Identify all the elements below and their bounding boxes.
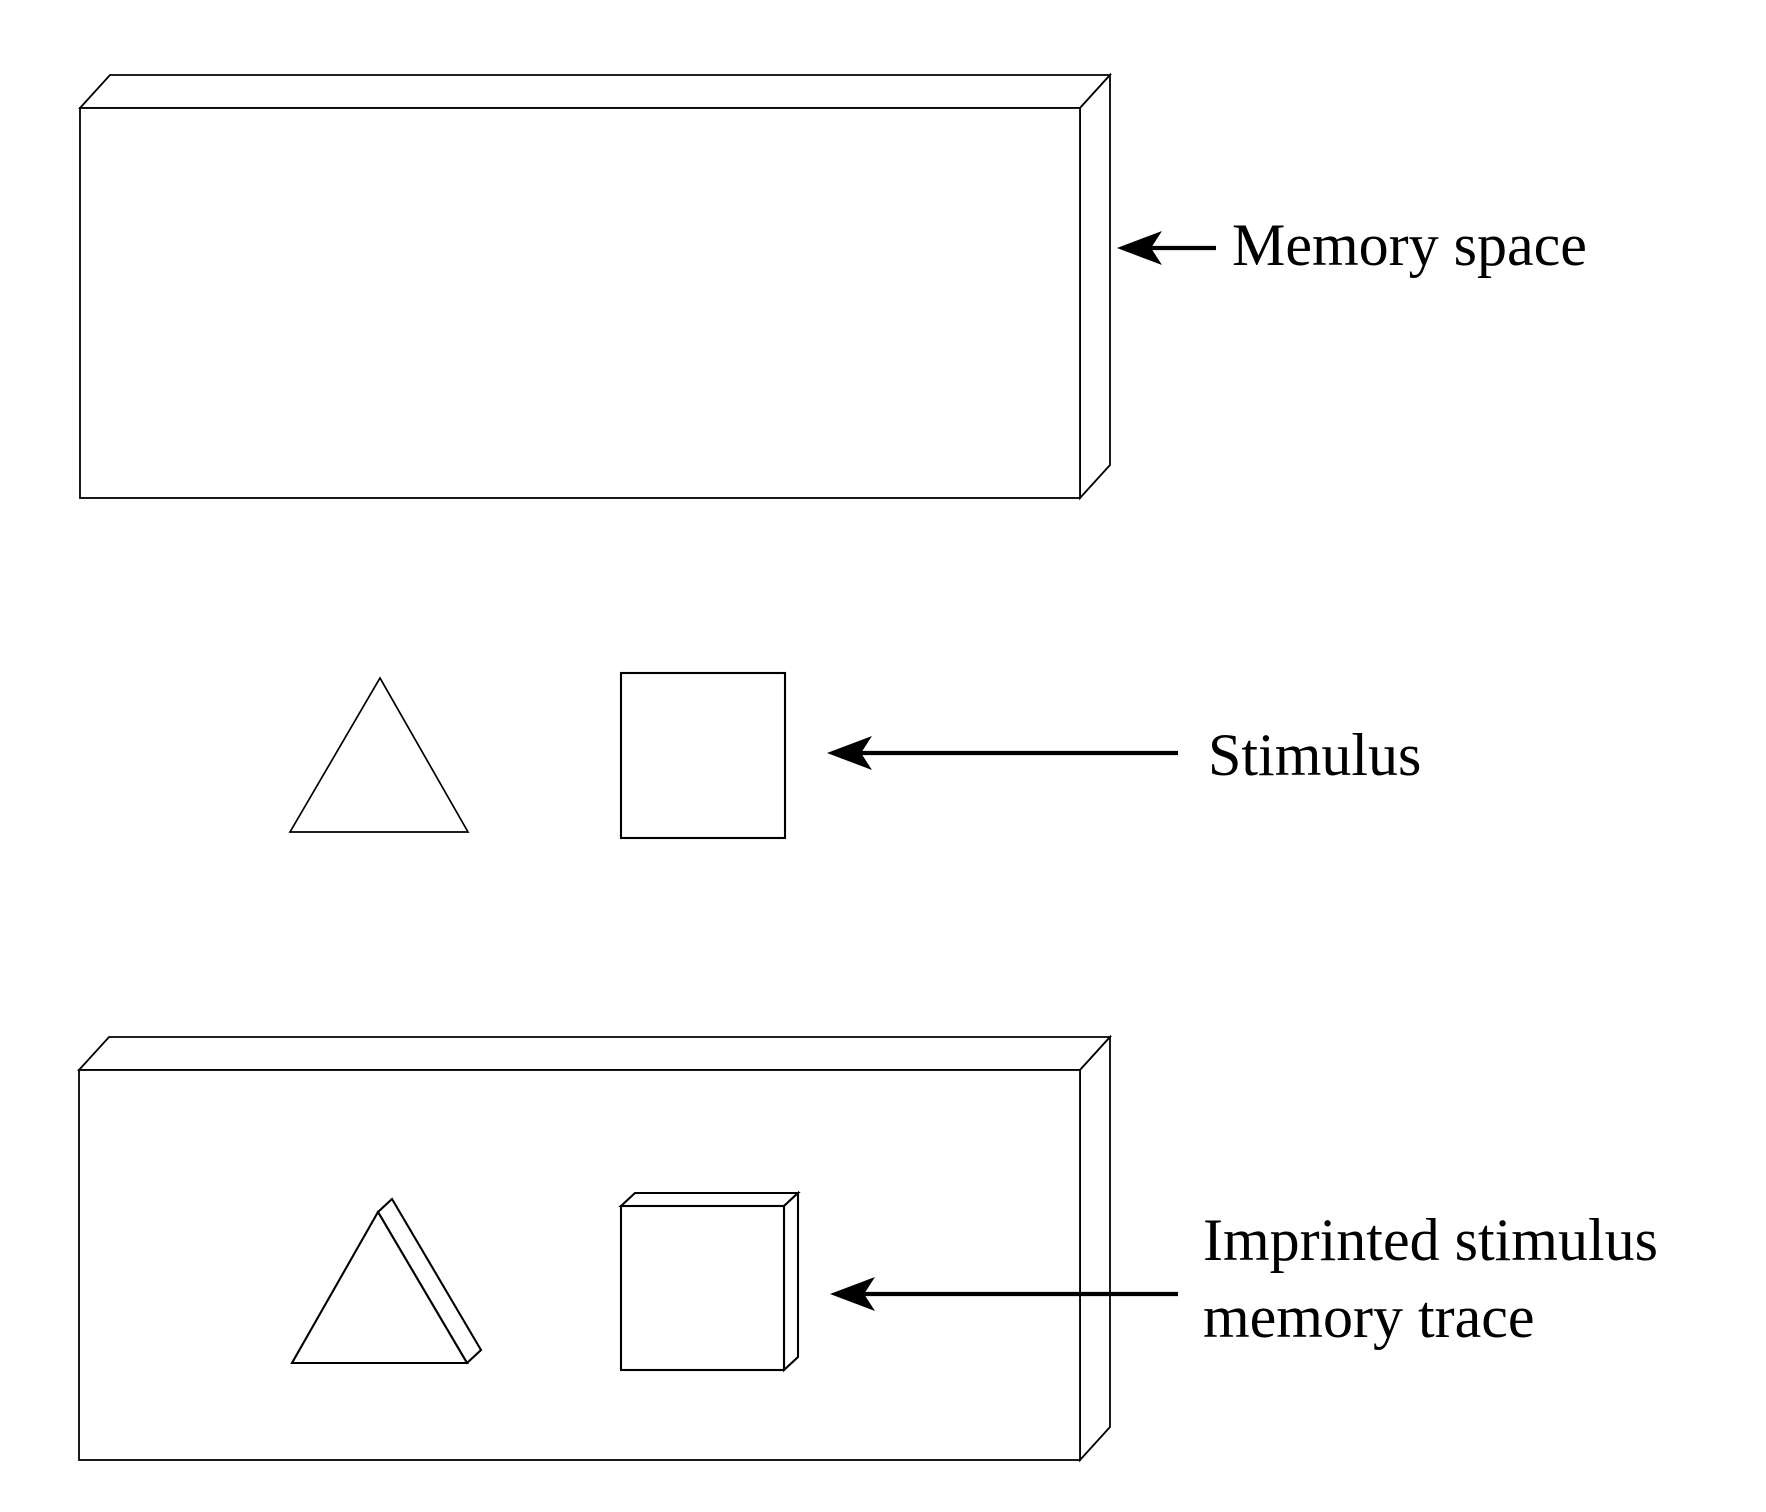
imprinted-memory-box-top-face bbox=[76, 1036, 1113, 1071]
imprinted-square-front-face bbox=[619, 1204, 786, 1372]
stimulus-square bbox=[619, 671, 787, 840]
arrowhead-left-icon bbox=[827, 736, 872, 770]
imprinted-trace-label-line1: Imprinted stimulus bbox=[1203, 1207, 1658, 1273]
imprinted-square bbox=[618, 1190, 801, 1373]
arrowhead-left-icon bbox=[830, 1277, 875, 1311]
stimulus-triangle bbox=[288, 676, 470, 833]
imprinted-trace-arrow bbox=[830, 1277, 1178, 1311]
memory-space-arrow bbox=[1117, 231, 1216, 265]
imprinted-memory-box-side-face bbox=[1079, 1034, 1111, 1463]
stimulus-arrow bbox=[827, 736, 1178, 770]
imprinted-memory-box-front-face bbox=[78, 1069, 1081, 1461]
memory-space-label: Memory space bbox=[1232, 212, 1587, 278]
imprinted-square-top-face bbox=[618, 1191, 801, 1208]
stimulus-label: Stimulus bbox=[1208, 722, 1421, 788]
imprinted-triangle bbox=[290, 1197, 483, 1365]
arrowhead-left-icon bbox=[1117, 231, 1162, 265]
imprinted-square-side-face bbox=[782, 1190, 800, 1373]
memory-space-box-front-face bbox=[79, 107, 1081, 499]
memory-space-box bbox=[77, 72, 1113, 501]
imprinted-trace-label: Imprinted stimulus memory trace bbox=[1203, 1207, 1658, 1350]
memory-space-box-top-face bbox=[77, 74, 1113, 109]
memory-space-box-side-face bbox=[1079, 72, 1111, 501]
imprinted-trace-label-line2: memory trace bbox=[1203, 1284, 1535, 1350]
imprinted-triangle-front-face bbox=[290, 1209, 469, 1365]
imprinted-memory-box bbox=[76, 1034, 1113, 1463]
stimulus-shapes bbox=[288, 671, 787, 840]
